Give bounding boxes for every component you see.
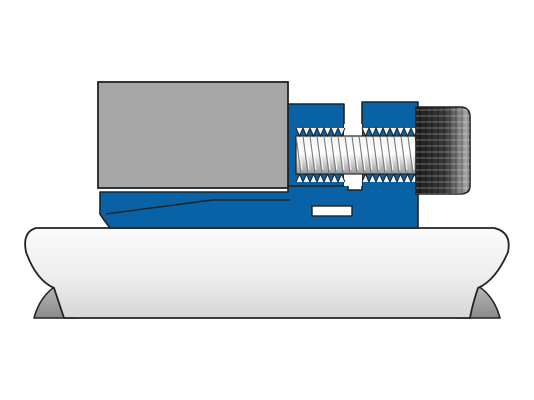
clamp-slot: [311, 205, 353, 217]
knurled-knob: [415, 106, 471, 195]
gray-block: [97, 81, 289, 189]
wedge-line: [105, 199, 290, 215]
threaded-screw: [295, 135, 419, 175]
rail-bar: [24, 227, 510, 319]
nut-thread-teeth: [295, 126, 419, 184]
